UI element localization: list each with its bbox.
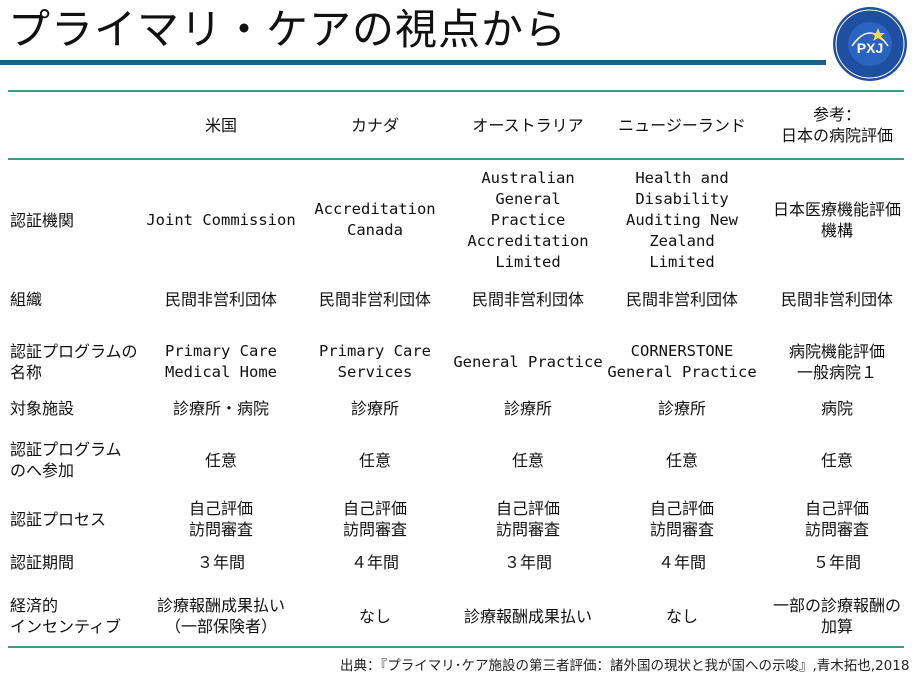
column-header: オーストラリア [472,115,584,135]
title-underline [0,60,826,65]
table-cell: 任意 [820,450,853,470]
table-cell: Primary Care Medical Home [165,342,277,381]
table-cell: Accreditation Canada [314,200,436,239]
table-cell: 民間非営利団体 [780,289,893,309]
table-cell: Australian General Practice Accreditatio… [467,168,589,271]
table-cell: 診療所 [503,398,552,418]
table-cell: 診療所 [657,398,706,418]
svg-text:PXJ: PXJ [857,40,883,56]
table-header-rule [8,158,904,160]
page-title: プライマリ・ケアの視点から [8,5,568,54]
table-cell: 日本医療機能評価 機構 [772,200,901,240]
row-label: 経済的 インセンティブ [10,596,122,636]
table-bottom-rule [8,646,904,648]
table-cell: General Practice [453,352,603,371]
table-cell: 自己評価 訪問審査 [649,499,714,539]
table-cell: なし [665,606,698,626]
table-cell: 民間非営利団体 [318,289,431,309]
table-cell: 任意 [511,450,544,470]
table-cell: なし [358,606,391,626]
table-cell: 診療報酬成果払い [463,606,592,626]
table-cell: CORNERSTONE General Practice [607,342,757,381]
table-cell: 診療報酬成果払い （一部保険者） [156,596,285,636]
row-label: 認証プログラムの 名称 [10,342,138,382]
table-cell: 診療所・病院 [172,398,269,418]
table-cell: 任意 [204,450,237,470]
column-header: カナダ [350,115,399,135]
column-header: ニュージーランド [618,115,746,135]
column-header: 参考： 日本の病院評価 [780,105,893,145]
column-header: 米国 [204,115,237,135]
table-cell: Health and Disability Auditing New Zeala… [626,168,738,271]
table-cell: ３年間 [196,552,245,572]
table-cell: 自己評価 訪問審査 [804,499,869,539]
table-cell: ３年間 [503,552,552,572]
table-cell: ４年間 [350,552,399,572]
table-cell: 任意 [665,450,698,470]
table-cell: 任意 [358,450,391,470]
table-cell: Joint Commission [146,210,296,229]
table-cell: 病院 [820,398,853,418]
table-cell: 民間非営利団体 [471,289,584,309]
table-cell: 自己評価 訪問審査 [342,499,407,539]
table-cell: ５年間 [812,552,861,572]
row-label: 認証プロセス [10,509,107,529]
row-label: 認証期間 [10,552,75,572]
table-cell: 自己評価 訪問審査 [188,499,253,539]
table-cell: ４年間 [657,552,706,572]
table-cell: 病院機能評価 一般病院１ [788,342,885,382]
table-cell: 民間非営利団体 [164,289,277,309]
table-cell: 自己評価 訪問審査 [495,499,560,539]
table-cell: 診療所 [350,398,399,418]
table-top-rule [8,90,904,92]
row-label: 対象施設 [10,398,75,418]
table-cell: 一部の診療報酬の 加算 [772,596,901,636]
row-label: 認証プログラム のへ参加 [10,440,122,480]
table-cell: Primary Care Services [319,342,431,381]
table-cell: 民間非営利団体 [625,289,738,309]
pxj-logo: PXJ [833,7,907,81]
row-label: 認証機関 [10,210,75,230]
row-label: 組織 [10,289,43,309]
source-citation: 出典：『プライマリ･ケア施設の第三者評価：諸外国の現状と我が国への示唆』,青木拓… [340,658,910,674]
